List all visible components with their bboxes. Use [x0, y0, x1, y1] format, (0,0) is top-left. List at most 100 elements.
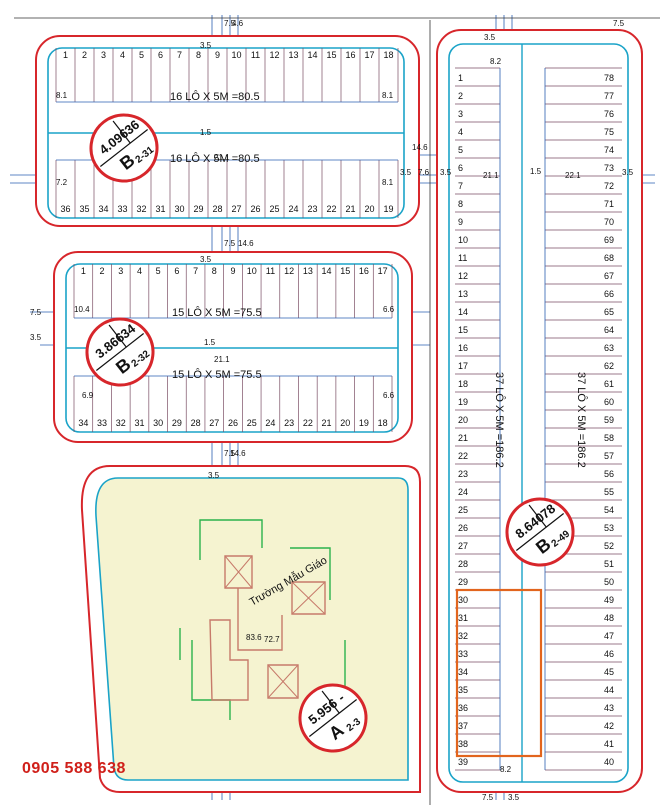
- lot-number: 19: [383, 204, 393, 214]
- lot-number: 61: [604, 379, 614, 389]
- badge-divider: [95, 333, 145, 371]
- lot-number: 1: [458, 73, 463, 83]
- lot-number: 57: [604, 451, 614, 461]
- lot-number: 78: [604, 73, 614, 83]
- road-dimension: 4.6: [232, 19, 244, 28]
- lot-number: 7: [193, 266, 198, 276]
- lot-number: 64: [604, 325, 614, 335]
- lot-number: 1: [63, 50, 68, 60]
- lot-number: 37: [458, 721, 468, 731]
- blocks-layer: [35, 29, 643, 793]
- lot-number: 24: [265, 418, 275, 428]
- lot-number: 59: [604, 415, 614, 425]
- lot-number: 52: [604, 541, 614, 551]
- lot-number: 8: [458, 199, 463, 209]
- lot-number: 51: [604, 559, 614, 569]
- lot-number: 21: [345, 204, 355, 214]
- lot-number: 31: [134, 418, 144, 428]
- dimension-label: 1.5: [204, 338, 216, 347]
- road-dimension: 3.5: [208, 471, 220, 480]
- lot-number: 40: [604, 757, 614, 767]
- lot-number: 33: [117, 204, 127, 214]
- lot-number: 74: [604, 145, 614, 155]
- lot-number: 17: [364, 50, 374, 60]
- lot-number: 70: [604, 217, 614, 227]
- badge-divider: [99, 129, 149, 167]
- highlighted-lots: [455, 588, 543, 758]
- dimension-label: 22.1: [565, 171, 581, 180]
- lot-number: 12: [269, 50, 279, 60]
- lot-number: 46: [604, 649, 614, 659]
- lot-number: 13: [458, 289, 468, 299]
- building-outline: [237, 588, 283, 651]
- lot-number: 34: [458, 667, 468, 677]
- dimension-label: 21.1: [214, 153, 230, 162]
- dimension-label: 6.9: [82, 391, 94, 400]
- lot-number: 32: [458, 631, 468, 641]
- dimension-label: 21.1: [483, 171, 499, 180]
- road-dimension: 3.5: [508, 793, 520, 802]
- lot-number: 72: [604, 181, 614, 191]
- lot-number: 5: [139, 50, 144, 60]
- lot-number: 77: [604, 91, 614, 101]
- lot-number: 39: [458, 757, 468, 767]
- lot-number: 28: [191, 418, 201, 428]
- lot-number: 9: [230, 266, 235, 276]
- lot-number: 2: [458, 91, 463, 101]
- lot-number: 75: [604, 127, 614, 137]
- lot-number: 25: [247, 418, 257, 428]
- lot-number: 25: [458, 505, 468, 515]
- landscape-line: [199, 519, 263, 560]
- dimension-label: 10.4: [74, 305, 90, 314]
- dimension-label: 8.2: [490, 57, 502, 66]
- lot-number: 19: [359, 418, 369, 428]
- phone-number[interactable]: 0905 588 638: [22, 760, 126, 777]
- road-dimension: 7.6: [418, 168, 430, 177]
- lot-number: 6: [158, 50, 163, 60]
- road-dimension: 7.5: [224, 239, 236, 248]
- lot-number: 28: [212, 204, 222, 214]
- lot-number: 12: [284, 266, 294, 276]
- lot-number: 60: [604, 397, 614, 407]
- lot-number: 12: [458, 271, 468, 281]
- badge-divider: [321, 690, 340, 714]
- lot-number: 24: [288, 204, 298, 214]
- block-lot-summary: 16 LÔ X 5M =80.5: [170, 152, 260, 165]
- block-b232-outer: [53, 251, 413, 443]
- lot-number: 58: [604, 433, 614, 443]
- lot-number: 43: [604, 703, 614, 713]
- road-dimension: 14.6: [238, 239, 254, 248]
- lot-number: 27: [231, 204, 241, 214]
- lot-number: 48: [604, 613, 614, 623]
- block-lot-summary: 15 LÔ X 5M =75.5: [172, 368, 262, 381]
- lot-number: 71: [604, 199, 614, 209]
- lot-number: 68: [604, 253, 614, 263]
- lot-number: 11: [458, 253, 467, 263]
- lot-number: 17: [378, 266, 388, 276]
- building-cross: [267, 664, 299, 699]
- lot-number: 22: [458, 451, 468, 461]
- lot-number: 35: [458, 685, 468, 695]
- block-lot-summary: 37 LÔ X 5M =186.2: [493, 372, 506, 468]
- lot-number: 50: [604, 577, 614, 587]
- lot-number: 69: [604, 235, 614, 245]
- lot-number: 22: [303, 418, 313, 428]
- road-dimension: 3.5: [200, 255, 212, 264]
- lot-number: 7: [177, 50, 182, 60]
- lot-number: 26: [228, 418, 238, 428]
- lot-number: 32: [136, 204, 146, 214]
- lot-number: 4: [458, 127, 463, 137]
- lot-number: 33: [458, 649, 468, 659]
- lot-number: 9: [215, 50, 220, 60]
- block-lot-summary: 15 LÔ X 5M =75.5: [172, 306, 262, 319]
- lot-number: 47: [604, 631, 614, 641]
- lot-number: 53: [604, 523, 614, 533]
- block-b249-outer: [436, 29, 643, 793]
- lot-number: 17: [458, 361, 468, 371]
- badge-divider: [112, 120, 131, 144]
- lot-number: 34: [78, 418, 88, 428]
- lot-number: 6: [174, 266, 179, 276]
- road-dimension: 3.5: [400, 168, 412, 177]
